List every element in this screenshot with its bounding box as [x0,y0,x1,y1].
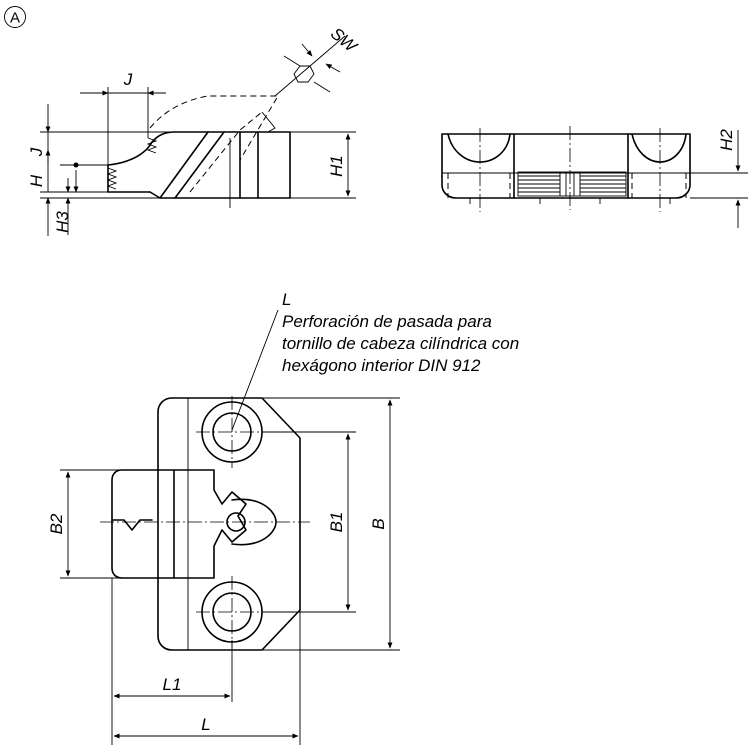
dim-sw: SW [327,24,362,57]
front-view-body [441,133,691,199]
dim-h: H [27,174,46,187]
side-view-hidden-top [149,95,279,198]
dim-l1: L1 [163,675,182,694]
top-view: B B1 B2 L1 L [47,396,400,745]
view-marker-label: A [10,10,20,27]
front-view-left-bore [447,133,511,163]
front-view-thread [517,171,627,197]
note: L Perforación de pasada para tornillo de… [231,290,519,431]
note-line-1: Perforación de pasada para [282,312,492,331]
dim-h2: H2 [717,129,736,151]
side-view-upper-thread [146,137,158,154]
dim-b1: B1 [327,512,346,533]
note-leader [231,309,279,431]
top-view-jaw [111,469,247,579]
hex-key-icon [274,35,346,97]
dim-j-side: J [27,147,46,157]
side-view-wedge-2 [174,131,225,199]
view-marker: A [4,6,26,28]
side-view-hidden-diag [189,111,263,193]
dim-j-top: J [123,70,133,89]
note-line-3: hexágono interior DIN 912 [282,356,481,375]
dim-b2: B2 [47,513,66,534]
side-view: J J H H3 H1 SW [27,24,362,236]
dim-b: B [369,518,388,529]
note-line-2: tornillo de cabeza cilíndrica con [282,334,519,353]
front-view: H2 [441,126,748,228]
note-ref: L [282,290,291,309]
dim-h1: H1 [327,155,346,177]
top-view-jaw-notch [111,519,153,531]
dim-l: L [201,715,210,734]
front-view-right-bore [631,133,687,163]
dim-h3: H3 [53,211,72,233]
side-view-wedge-1 [159,131,209,199]
side-view-clip [261,111,276,133]
side-view-thread [106,167,118,190]
